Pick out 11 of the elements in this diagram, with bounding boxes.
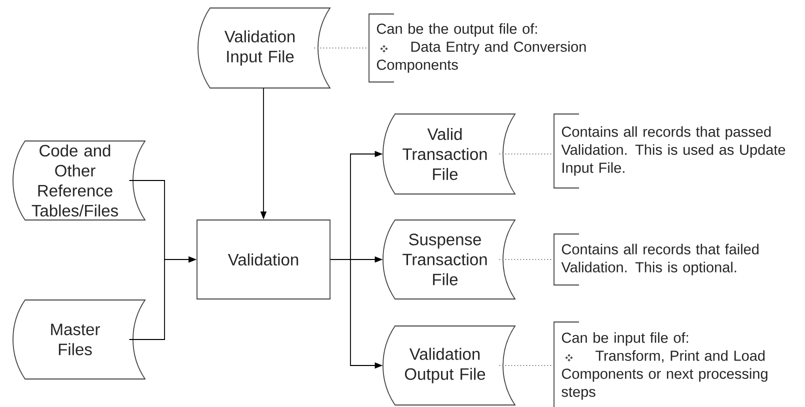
process-box: Validation bbox=[196, 220, 330, 300]
node-label: Can be input file of: bbox=[562, 332, 688, 346]
leader-line bbox=[498, 259, 554, 260]
node-label: Data Entry and Conversion Components bbox=[376, 41, 586, 73]
annotation-bracket: Can be the output file of: Data Entry and Conversion Components bbox=[368, 14, 586, 82]
node-label: Transform, Print and Load Components or next processing steps bbox=[562, 350, 768, 400]
node-label: Can be the output file of: bbox=[376, 23, 537, 37]
annotation-bracket: Contains all records that passed Validation. This is used as Update Input File. bbox=[554, 114, 786, 188]
annotation-bracket: Can be input file of: Transform, Print and Load Components or next processing steps bbox=[554, 322, 768, 407]
annotation-bracket: Contains all records that failed Validation. This is optional. bbox=[554, 234, 758, 286]
leader-line bbox=[498, 365, 554, 366]
